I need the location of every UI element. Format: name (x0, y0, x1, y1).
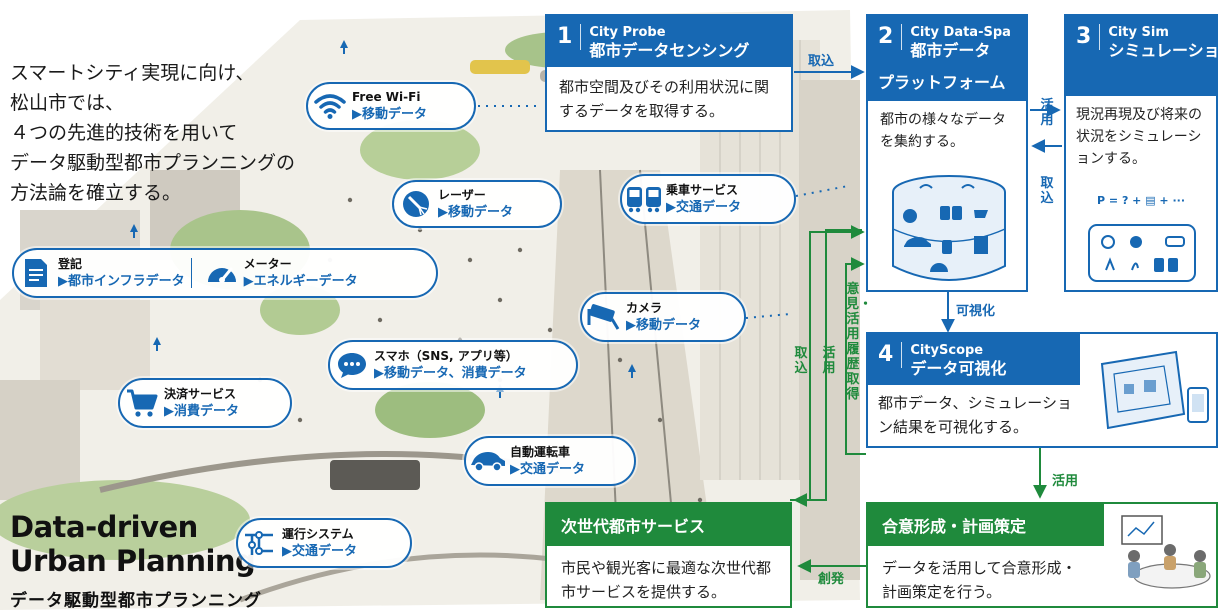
flow-label-take-in: 取込 (1040, 176, 1054, 206)
next-gen-city-service-box[interactable]: 次世代都市サービス 市民や観光客に最適な次世代都市サービスを提供する。 (545, 502, 792, 608)
step-number: 3 (1076, 24, 1101, 50)
source-camera[interactable]: カメラ ▶移動データ (580, 292, 746, 342)
source-boarding-service[interactable]: 乗車サービス ▶交通データ (620, 174, 796, 224)
consensus-title: 合意形成・計画策定 (868, 504, 1104, 546)
flow-label-create: 創発 (818, 572, 845, 587)
source-transit-system[interactable]: 運行システム ▶交通データ (236, 518, 412, 568)
source-data-type: ▶交通データ (666, 200, 741, 215)
module-name: CityScope (910, 343, 984, 358)
flow-label-take-in: 取込 (794, 346, 808, 376)
cart-icon (120, 383, 164, 423)
gauge-icon (200, 253, 244, 293)
consensus-planning-box[interactable]: 合意形成・計画策定 データを活用して合意形成・計画策定を行う。 (866, 502, 1218, 608)
meeting-illustration (1112, 512, 1216, 608)
module-name: City Probe (589, 25, 666, 40)
source-autonomous-car[interactable]: 自動運転車 ▶交通データ (464, 436, 636, 486)
source-data-type: ▶移動データ (626, 318, 701, 333)
source-data-type: ▶交通データ (510, 462, 585, 477)
divider (190, 258, 192, 288)
source-name: 乗車サービス (666, 183, 739, 197)
service-description: 市民や観光客に最適な次世代都市サービスを提供する。 (561, 559, 772, 601)
visualization-illustration (1094, 344, 1214, 444)
source-name: Free Wi-Fi (352, 90, 421, 104)
source-registry-meter[interactable]: 登記 ▶都市インフラデータ メーター ▶エネルギーデータ (12, 248, 438, 298)
simulation-formula: P = ? + ▤ + ··· (1097, 194, 1185, 207)
source-name: レーザー (438, 188, 486, 202)
source-wifi[interactable]: Free Wi-Fi ▶移動データ (306, 82, 476, 130)
module-description: 都市データ、シミュレーション結果を可視化する。 (878, 394, 1072, 436)
route-icon (238, 523, 282, 563)
chat-icon (330, 345, 374, 385)
page-title-japanese: データ駆動型都市プランニング (10, 591, 262, 610)
source-name: 自動運転車 (510, 445, 571, 459)
car-icon (466, 441, 510, 481)
title-line: Urban Planning (10, 544, 256, 578)
data-platform-illustration (890, 174, 1008, 288)
step-number: 1 (557, 24, 582, 50)
module-title: 都市データ (910, 41, 991, 60)
service-title: 次世代都市サービス (547, 504, 790, 546)
intro-line: スマートシティ実現に向け、 (10, 62, 255, 84)
source-name: 決済サービス (164, 387, 237, 401)
intro-text: スマートシティ実現に向け、 松山市では、 ４つの先進的技術を用いて データ駆動型… (10, 58, 370, 208)
city-sim-header: 3 City Simシミュレーション (1066, 16, 1219, 96)
source-data-type: ▶移動データ、消費データ (374, 366, 527, 381)
source-smartphone[interactable]: スマホ（SNS, アプリ等） ▶移動データ、消費データ (328, 340, 578, 390)
source-name: 登記 (58, 257, 83, 271)
source-payment-service[interactable]: 決済サービス ▶消費データ (118, 378, 292, 428)
flow-label-use: 活用 (822, 346, 836, 376)
source-data-type: ▶都市インフラデータ (58, 274, 185, 289)
title-line: Data-driven (10, 510, 198, 544)
intro-line: 松山市では、 (10, 92, 125, 114)
source-data-type: ▶交通データ (282, 544, 357, 559)
document-icon (14, 253, 58, 293)
source-laser[interactable]: レーザー ▶移動データ (392, 180, 562, 228)
module-description: 都市空間及びその利用状況に関するデータを取得する。 (559, 78, 770, 120)
module-title-line2: プラットフォーム (868, 69, 1026, 101)
intro-line: データ駆動型都市プランニングの (10, 152, 296, 174)
module-title: 都市データセンシング (589, 41, 750, 60)
laser-icon (394, 184, 438, 224)
module-name: City Sim (1108, 25, 1169, 40)
source-name: 運行システム (282, 527, 354, 541)
camera-icon (582, 297, 626, 337)
source-data-type: ▶移動データ (352, 107, 427, 122)
module-title: シミュレーション (1108, 41, 1219, 60)
source-data-type: ▶エネルギーデータ (243, 274, 358, 289)
page-title-english: Data-driven Urban Planning (10, 510, 256, 578)
flow-label-take-in: 取込 (808, 54, 835, 69)
module-description: 都市の様々なデータを集約する。 (880, 112, 1006, 150)
source-data-type: ▶移動データ (438, 205, 513, 220)
source-name: スマホ（SNS, アプリ等） (374, 349, 518, 363)
source-name: メーター (243, 257, 292, 271)
flow-label-use: 活用 (1040, 98, 1054, 128)
consensus-description: データを活用して合意形成・計画策定を行う。 (882, 559, 1077, 601)
flow-label-use: 活用 (1052, 474, 1079, 489)
module-description: 現況再現及び将来の状況をシミュレーションする。 (1076, 107, 1202, 167)
module-name: City Data-Spa (910, 25, 1011, 40)
intro-line: ４つの先進的技術を用いて (10, 122, 238, 144)
source-name: カメラ (626, 301, 663, 315)
flow-label-opinion-history: 意見・活用履歴取得 (846, 282, 873, 402)
wifi-icon (308, 86, 352, 126)
step-number: 4 (878, 342, 903, 368)
step-number: 2 (878, 24, 903, 50)
simulation-illustration (1088, 224, 1196, 286)
train-icon (622, 179, 666, 219)
source-data-type: ▶消費データ (164, 404, 239, 419)
city-sim-box[interactable]: 3 City Simシミュレーション 現況再現及び将来の状況をシミュレーションす… (1064, 14, 1219, 292)
flow-label-visualize: 可視化 (956, 304, 996, 319)
module-title: データ可視化 (910, 359, 1007, 378)
intro-line: 方法論を確立する。 (10, 182, 182, 204)
